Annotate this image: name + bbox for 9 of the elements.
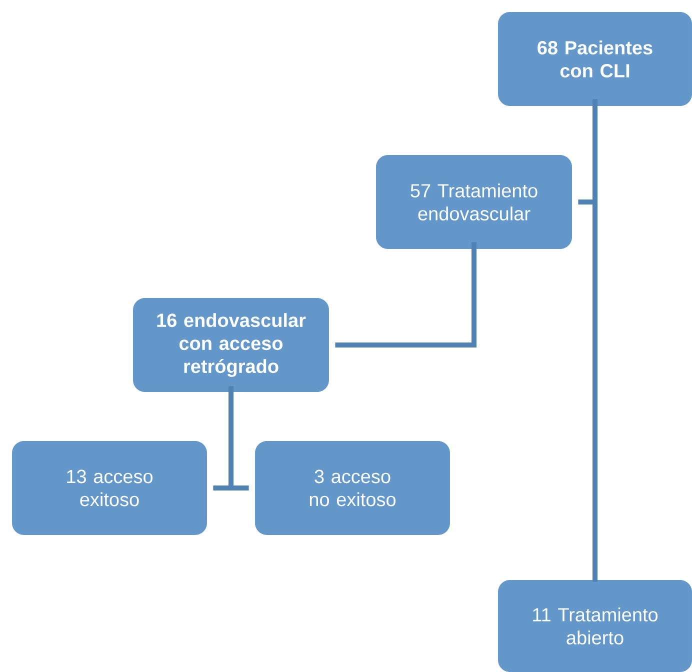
process-box: 3 acceso no exitoso xyxy=(255,441,450,535)
process-box: 16 endovascular con acceso retrógrado xyxy=(133,298,329,392)
process-box: 57 Tratamiento endovascular xyxy=(376,155,572,249)
process-box: 68 Pacientes con CLI xyxy=(498,12,692,106)
process-box: 11 Tratamiento abierto xyxy=(498,580,692,672)
connector-line xyxy=(335,242,476,348)
connector-line xyxy=(228,386,249,490)
process-box: 13 acceso exitoso xyxy=(12,441,207,535)
connector-line xyxy=(592,99,598,582)
